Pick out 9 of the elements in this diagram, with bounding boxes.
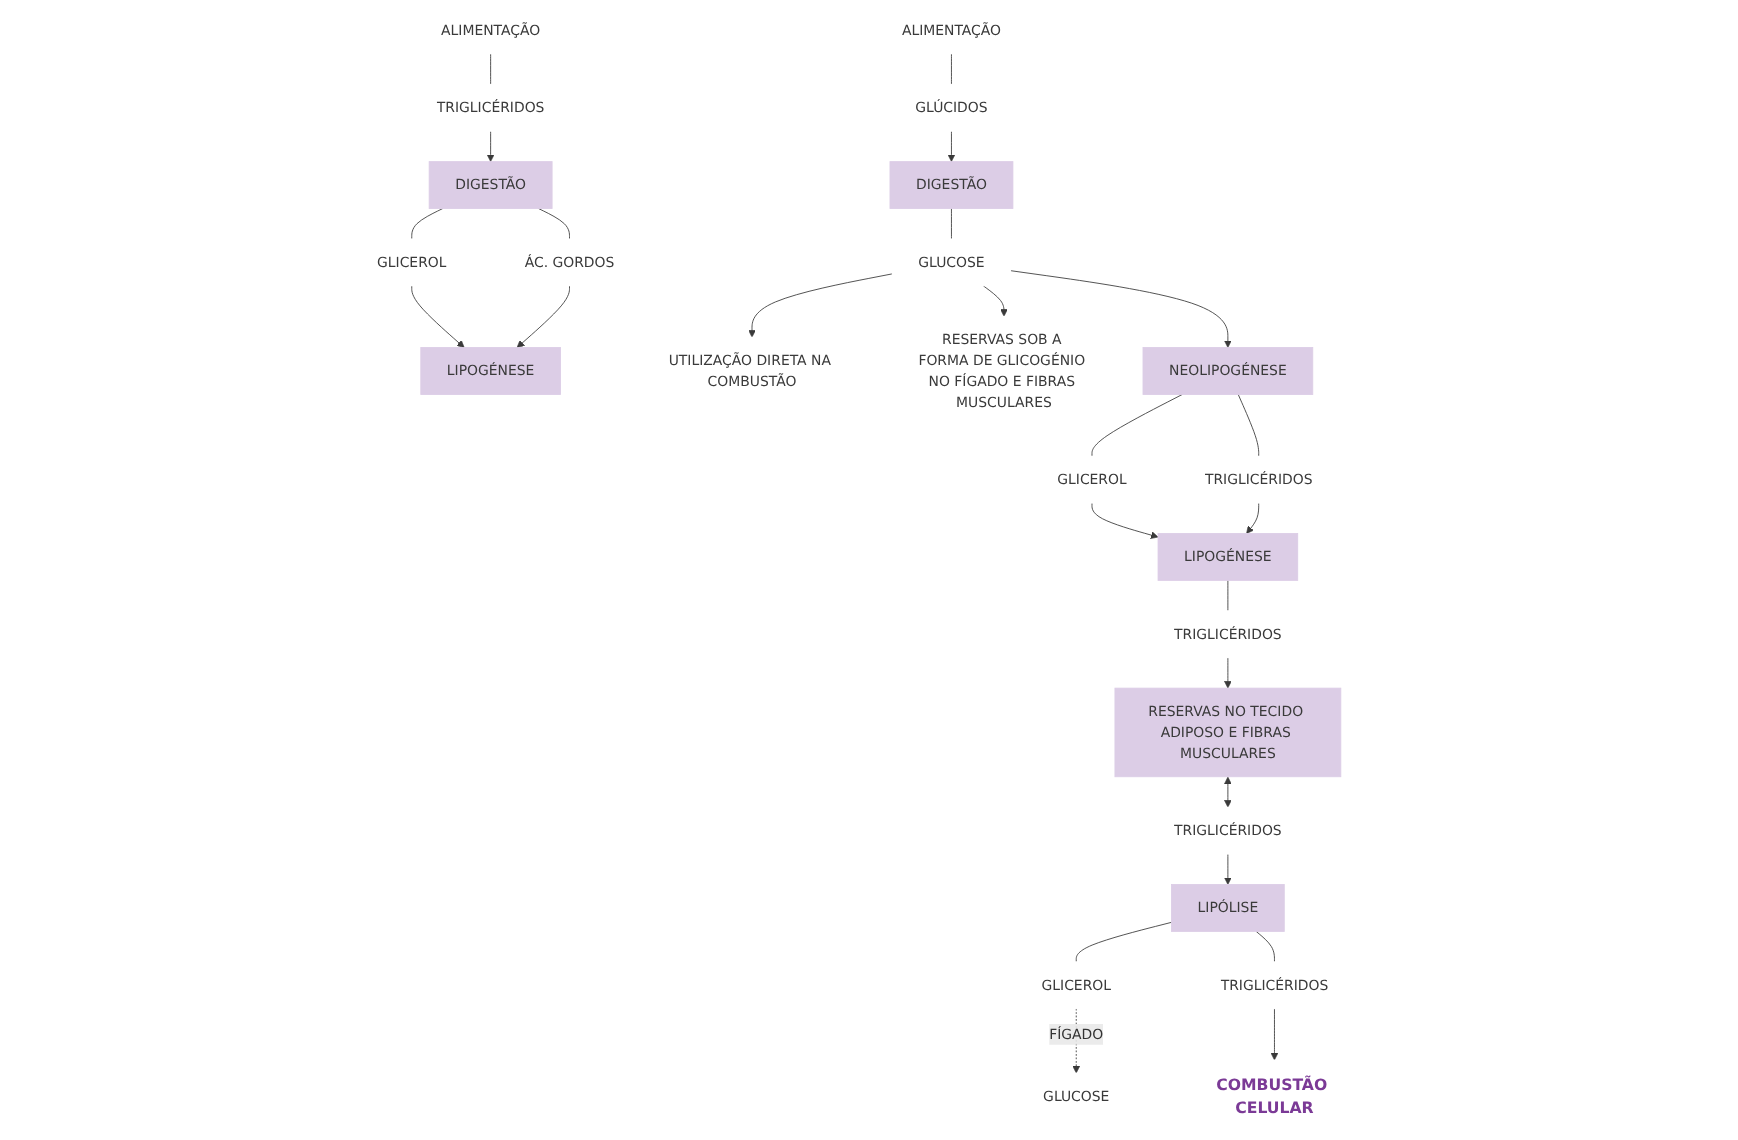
- connector: [537, 208, 570, 240]
- connector: [950, 208, 952, 240]
- connector: [950, 53, 952, 85]
- connector: [1075, 921, 1172, 963]
- connector: [411, 208, 444, 240]
- connector: [1237, 394, 1259, 457]
- connector: [1091, 394, 1183, 457]
- connector: [1255, 931, 1275, 963]
- connector: [490, 53, 491, 85]
